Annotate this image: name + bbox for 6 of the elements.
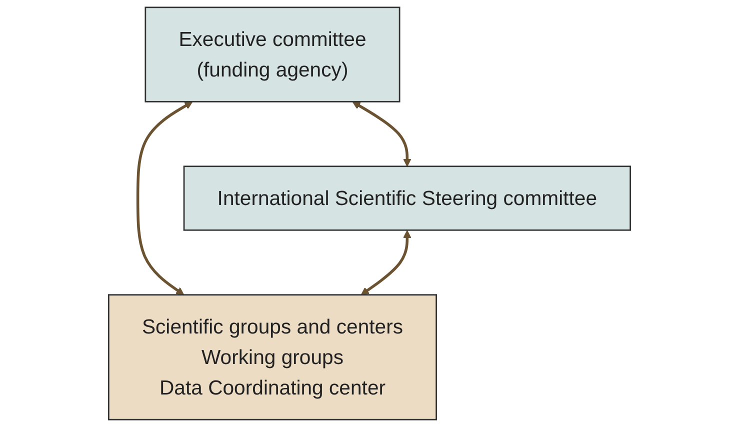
- node-box: Executive committee (funding agency): [144, 6, 400, 102]
- arrow: [360, 230, 412, 296]
- node-box: International Scientific Steering committee: [183, 166, 632, 231]
- arrow: [352, 101, 412, 167]
- node-box: Scientific groups and centers Working groups Data Coordinating center: [108, 294, 438, 420]
- arrow: [136, 101, 193, 296]
